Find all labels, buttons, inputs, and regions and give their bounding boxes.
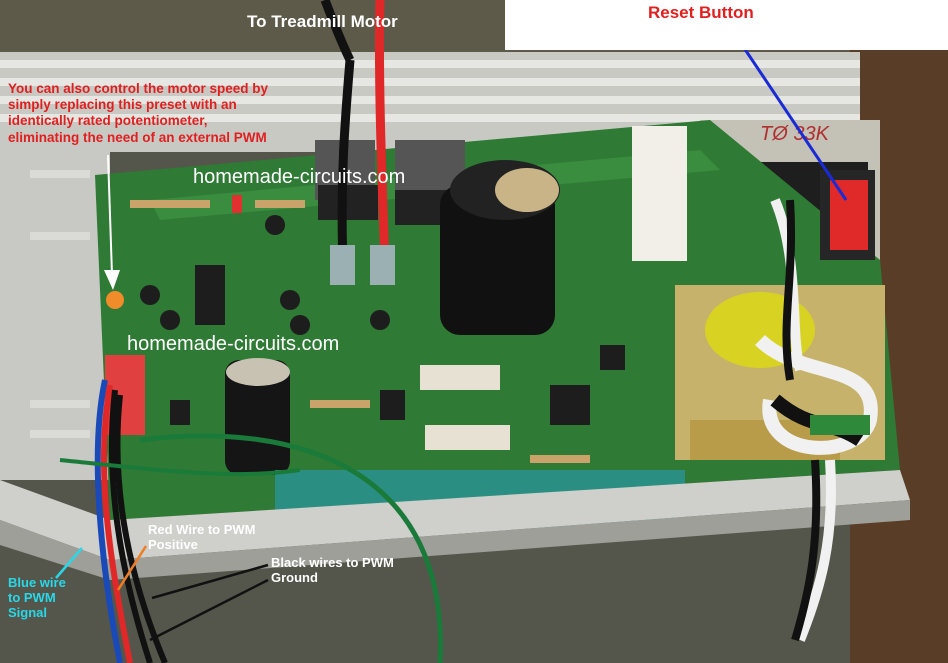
preset-pointer: [107, 154, 113, 276]
electrolytic-capacitor: [225, 358, 290, 475]
reset-switch: [820, 170, 875, 260]
aluminum-base: [0, 470, 910, 580]
black-wire-pointer-2: [149, 578, 269, 642]
large-capacitor: [440, 160, 560, 335]
black-wire-pointer-1: [151, 563, 269, 600]
reset-button-label: Reset Button: [648, 3, 754, 22]
watermark: homemade-circuits.com: [127, 333, 340, 355]
black-wires-label: Black wires to PWM Ground: [271, 555, 394, 585]
watermark: homemade-circuits.com: [193, 166, 406, 188]
blue-wire-label: Blue wire to PWM Signal: [8, 575, 66, 620]
reset-pointer: [726, 23, 848, 201]
ceramic-resistor: [632, 126, 687, 261]
svg-text:TØ 33K: TØ 33K: [760, 123, 831, 145]
reset-label-panel: [505, 0, 948, 50]
red-wire-pointer: [116, 545, 148, 591]
red-wire-label: Red Wire to PWM Positive: [148, 522, 256, 552]
connector-wires: [59, 0, 836, 663]
preset-potentiometer: [106, 291, 124, 309]
small-components: [130, 195, 625, 463]
annotation-pointers: [55, 23, 848, 642]
wire-coil: [755, 334, 878, 455]
power-resistors: [420, 365, 510, 450]
preset-note: You can also control the motor speed by …: [8, 81, 269, 145]
blue-wire-pointer: [55, 547, 83, 579]
motor-connection-label: To Treadmill Motor: [247, 12, 398, 31]
